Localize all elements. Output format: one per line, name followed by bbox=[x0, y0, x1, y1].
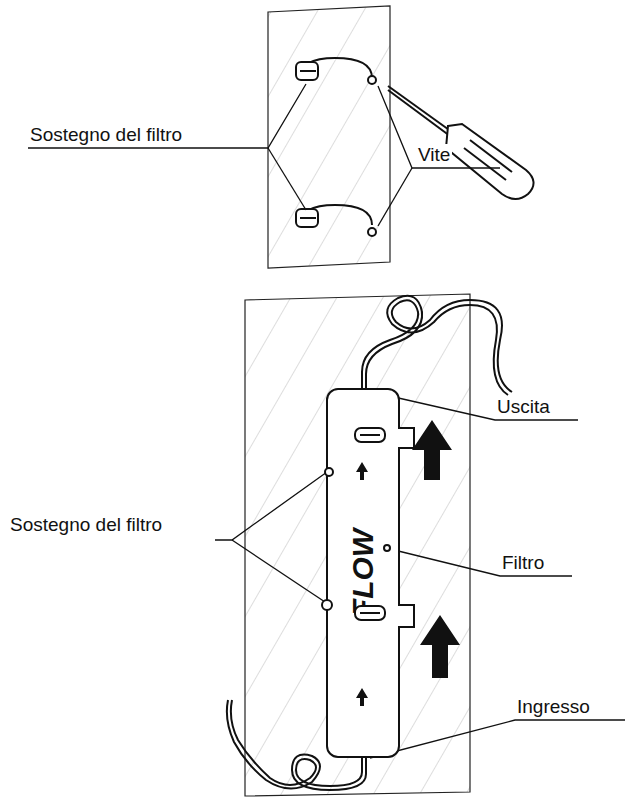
leader-line bbox=[215, 392, 625, 758]
flow-arrow bbox=[412, 420, 460, 678]
leader-line bbox=[28, 84, 500, 226]
screwdriver bbox=[388, 86, 534, 199]
filter-clip bbox=[296, 58, 372, 227]
part-label: Sostegno del filtro bbox=[8, 514, 164, 536]
water-tube bbox=[227, 296, 512, 790]
screw bbox=[368, 76, 376, 236]
part-label: Sostegno del filtro bbox=[28, 124, 184, 146]
wall-panel bbox=[268, 6, 390, 268]
flow-text: FLOW bbox=[346, 529, 380, 617]
filter-cartridge: FLOW bbox=[326, 388, 400, 758]
part-label: Filtro bbox=[500, 552, 546, 574]
part-label: Vite bbox=[416, 144, 452, 166]
wall-panel bbox=[245, 294, 470, 796]
part-label: Uscita bbox=[495, 396, 552, 418]
part-label: Ingresso bbox=[515, 696, 592, 718]
